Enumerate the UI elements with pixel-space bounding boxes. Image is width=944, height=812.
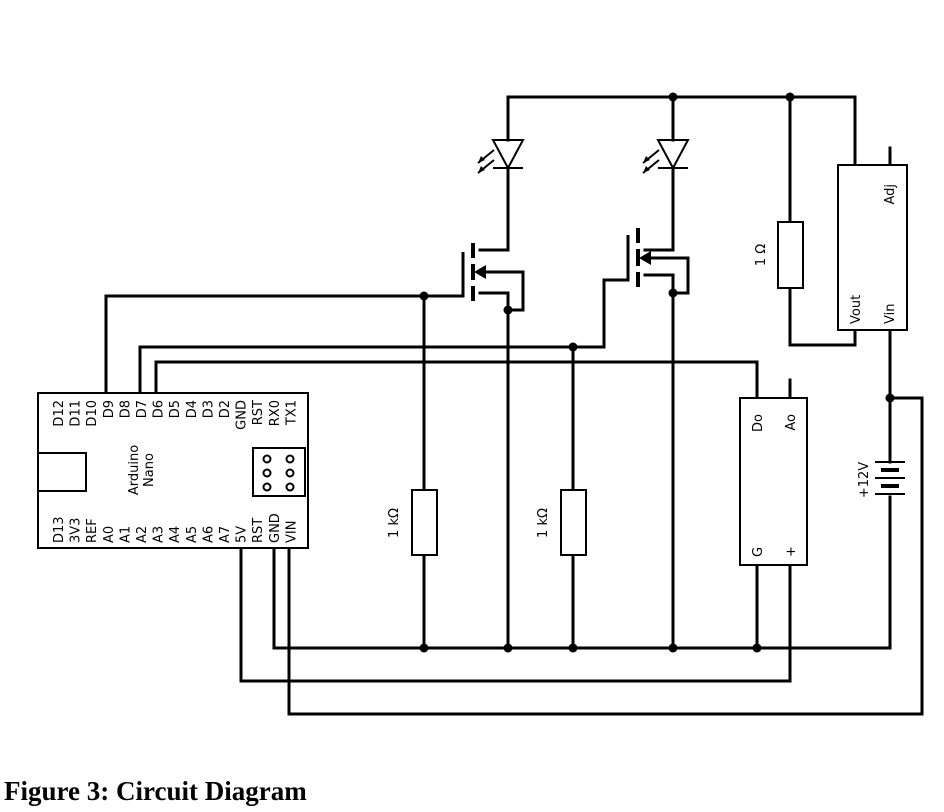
- pin-label-d5: D5: [168, 400, 183, 418]
- schematic: 1 kΩ 1 kΩ 1 Ω Adj Vout Vin Do Ao G + +12…: [37, 92, 924, 716]
- arduino-name: Arduino: [127, 445, 142, 495]
- pin-label-d11: D11: [69, 400, 84, 427]
- pin-label-gnd: GND: [268, 513, 283, 543]
- wires: [104, 95, 924, 716]
- pin-label-a6: A6: [201, 526, 216, 543]
- pin-label-gnd: GND: [235, 400, 250, 430]
- mosfet-1: [461, 243, 486, 301]
- resistor-pulldown-left-label: 1 kΩ: [387, 508, 402, 538]
- pin-label-3v3: 3V3: [69, 518, 84, 543]
- arduino-model: Nano: [142, 453, 157, 487]
- led-1: [477, 139, 525, 174]
- pin-label-tx1: TX1: [284, 400, 299, 426]
- pin-label-a3: A3: [152, 526, 167, 543]
- resistor-pulldown-right-label: 1 kΩ: [536, 508, 551, 538]
- battery-label: +12V: [857, 462, 872, 498]
- regulator-adj-label: Adj: [883, 184, 898, 205]
- icsp-header: [252, 447, 306, 497]
- pin-label-a1: A1: [118, 526, 133, 543]
- pin-label-5v: 5V: [235, 526, 250, 543]
- sensor-module: Do Ao G +: [739, 397, 808, 566]
- pin-label-rst: RST: [251, 400, 266, 425]
- pin-label-a0: A0: [102, 526, 117, 543]
- mosfet-2: [626, 228, 651, 287]
- resistor-pulldown-right: 1 kΩ: [536, 489, 587, 556]
- voltage-regulator: Adj Vout Vin: [837, 164, 908, 331]
- usb-connector: [37, 452, 87, 492]
- pin-label-rst: RST: [251, 518, 266, 543]
- pin-label-d10: D10: [85, 400, 100, 427]
- sensor-ao-label: Ao: [784, 414, 799, 431]
- pin-label-a4: A4: [168, 526, 183, 543]
- pin-label-a7: A7: [218, 526, 233, 543]
- pin-label-d4: D4: [185, 400, 200, 418]
- pin-label-rx0: RX0: [268, 400, 283, 426]
- resistor-sense: 1 Ω: [754, 221, 804, 289]
- pin-label-d6: D6: [152, 400, 167, 418]
- regulator-vout-label: Vout: [849, 295, 864, 324]
- resistor-pulldown-left: 1 kΩ: [387, 489, 438, 556]
- regulator-vin-label: Vin: [883, 304, 898, 324]
- pin-label-vin: VIN: [284, 521, 299, 543]
- pin-label-d9: D9: [102, 400, 117, 418]
- led-2: [642, 139, 690, 174]
- battery: +12V: [857, 461, 905, 498]
- junctions: [419, 92, 895, 653]
- pin-label-d3: D3: [201, 400, 216, 418]
- pin-label-d8: D8: [118, 400, 133, 418]
- pin-label-d2: D2: [218, 400, 233, 418]
- pin-label-ref: REF: [85, 518, 100, 543]
- sensor-g-label: G: [751, 547, 766, 557]
- pin-label-d13: D13: [52, 516, 67, 543]
- pin-label-d7: D7: [135, 400, 150, 418]
- figure-caption: Figure 3: Circuit Diagram: [4, 776, 307, 806]
- sensor-plus-label: +: [784, 546, 799, 557]
- pin-label-d12: D12: [52, 400, 67, 427]
- sensor-do-label: Do: [751, 414, 766, 432]
- pin-label-a5: A5: [185, 526, 200, 543]
- pin-label-a2: A2: [135, 526, 150, 543]
- resistor-sense-label: 1 Ω: [754, 244, 769, 266]
